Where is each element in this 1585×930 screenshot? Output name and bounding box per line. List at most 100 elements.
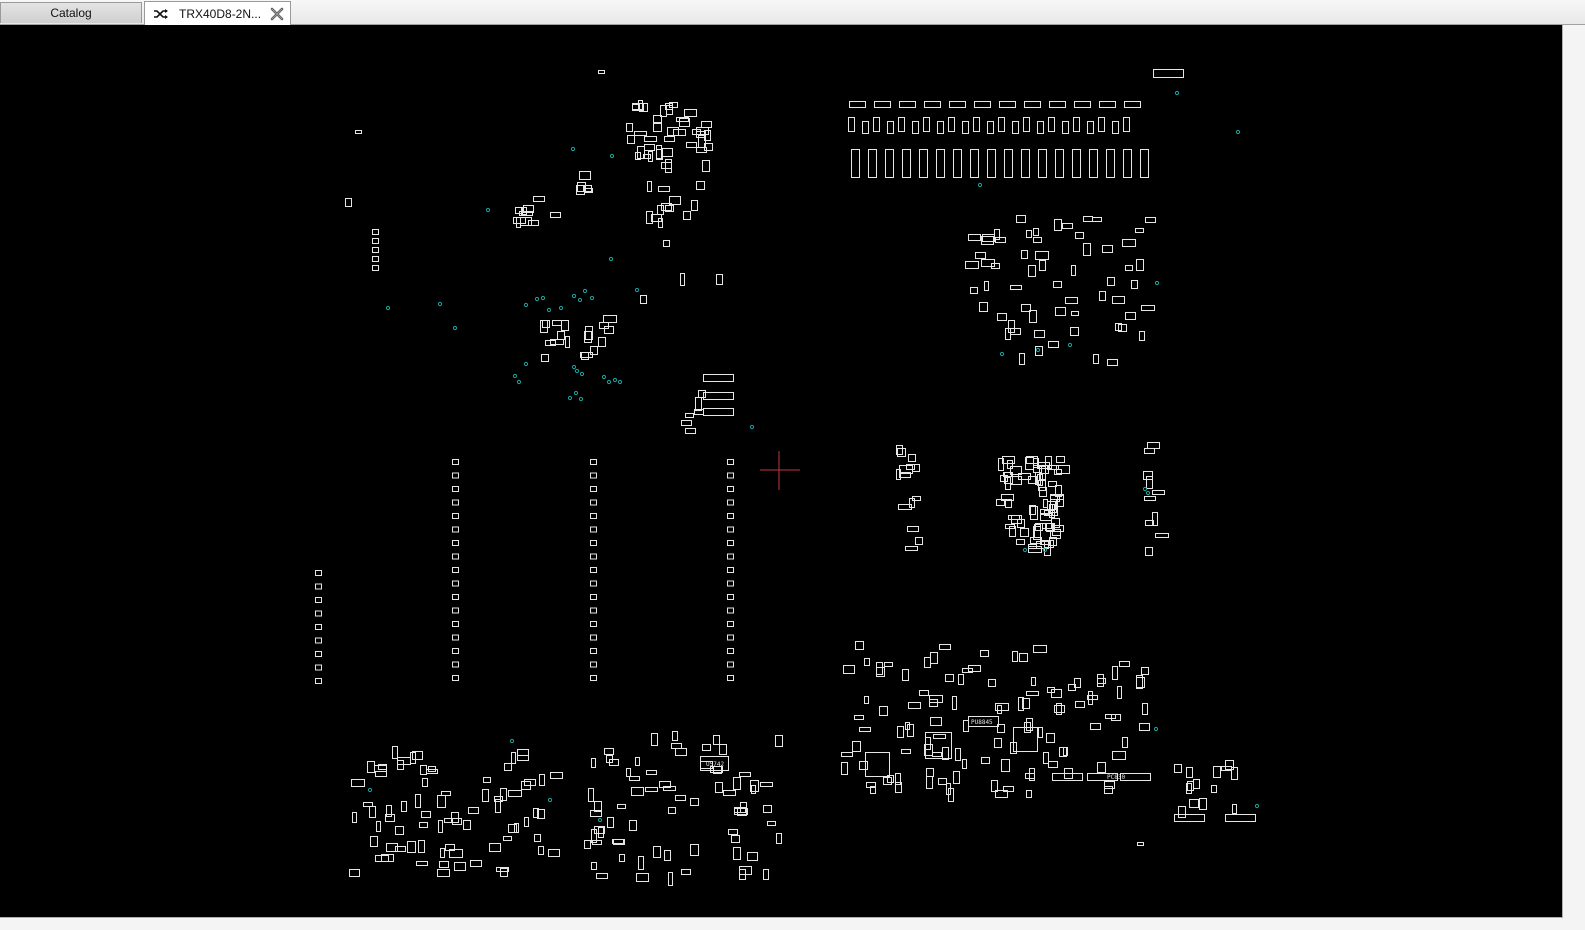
header-pin xyxy=(1123,149,1132,178)
component-pad xyxy=(410,752,416,764)
component-pad xyxy=(1028,544,1037,549)
component-pad xyxy=(908,702,921,709)
component-pad xyxy=(1012,651,1018,662)
tab-board-file[interactable]: TRX40D8-2N... xyxy=(144,1,291,25)
component-pad xyxy=(1028,546,1042,553)
dimm-slot-pad xyxy=(315,597,322,603)
component-pad xyxy=(661,203,672,211)
label-box xyxy=(703,374,734,382)
via xyxy=(452,325,458,331)
component-pad xyxy=(663,240,670,247)
component-pad xyxy=(719,744,727,755)
component-pad xyxy=(591,758,596,768)
component-pad xyxy=(542,320,550,328)
component-pad xyxy=(392,746,398,759)
document-tab-bar: Catalog TRX40D8-2N... xyxy=(0,0,1585,25)
component-pad xyxy=(1019,353,1025,365)
component-pad xyxy=(675,748,687,756)
via xyxy=(574,368,580,374)
component-pad xyxy=(617,804,626,809)
header-pin xyxy=(868,149,877,178)
component-pad xyxy=(841,752,853,757)
via xyxy=(977,182,983,188)
component-pad xyxy=(370,836,378,847)
header-pin xyxy=(885,149,894,178)
component-pad xyxy=(372,247,379,253)
component-pad xyxy=(647,181,652,192)
component-pad xyxy=(451,812,459,823)
component-pad xyxy=(763,805,772,813)
tab-catalog[interactable]: Catalog xyxy=(0,2,142,23)
component-pad xyxy=(440,848,445,858)
connector-pad xyxy=(1098,117,1105,132)
component-pad xyxy=(584,331,592,343)
via xyxy=(582,288,588,294)
component-pad xyxy=(1199,798,1207,810)
connector-pad xyxy=(999,101,1016,108)
component-pad xyxy=(1056,703,1062,715)
component-pad xyxy=(381,854,394,862)
component-pad xyxy=(1193,779,1200,789)
component-pad xyxy=(1074,678,1081,688)
component-pad xyxy=(607,817,614,828)
component-pad xyxy=(1034,524,1041,538)
component-pad xyxy=(637,146,645,159)
component-pad xyxy=(521,781,531,790)
via xyxy=(367,787,373,793)
component-pad xyxy=(1147,442,1160,449)
component-pad xyxy=(870,786,876,794)
component-pad xyxy=(1187,781,1194,791)
component-pad xyxy=(731,835,740,843)
via xyxy=(1145,490,1151,496)
component-pad xyxy=(929,695,943,703)
dimm-slot-pad xyxy=(727,540,734,546)
component-pad xyxy=(663,786,676,791)
component-pad xyxy=(1071,265,1076,276)
component-pad xyxy=(437,869,450,877)
component-pad xyxy=(369,806,376,818)
component-pad xyxy=(439,861,449,868)
component-pad xyxy=(1020,528,1029,537)
dimm-slot-pad xyxy=(727,486,734,492)
component-pad xyxy=(1093,354,1099,364)
dimm-slot-pad xyxy=(590,567,597,573)
dimm-slot-pad xyxy=(590,648,597,654)
header-pin xyxy=(1072,149,1081,178)
component-pad xyxy=(1026,230,1032,238)
component-pad xyxy=(418,840,425,853)
connector-pad xyxy=(974,101,991,108)
component-pad xyxy=(760,782,773,787)
component-pad xyxy=(355,130,362,134)
via xyxy=(546,307,552,313)
close-icon[interactable] xyxy=(270,7,284,21)
component-pad xyxy=(619,854,625,862)
dimm-slot-pad xyxy=(452,634,459,641)
component-pad xyxy=(1112,666,1118,680)
component-pad xyxy=(685,428,696,434)
component-pad xyxy=(1010,466,1022,475)
component-pad xyxy=(1039,260,1046,271)
connector-pad xyxy=(874,101,891,108)
header-pin xyxy=(851,149,860,178)
dimm-slot-pad xyxy=(590,594,597,600)
horizontal-scroll-area[interactable] xyxy=(0,918,1563,930)
via xyxy=(1154,280,1160,286)
component-pad xyxy=(776,833,782,844)
component-pad xyxy=(395,826,404,835)
shuffle-icon xyxy=(154,8,168,19)
header-pin xyxy=(1021,149,1030,178)
component-pad xyxy=(588,788,594,802)
component-pad xyxy=(438,820,443,833)
component-pad xyxy=(997,705,1002,714)
component-pad xyxy=(1035,346,1043,356)
component-pad xyxy=(1144,496,1156,501)
component-pad xyxy=(767,821,776,826)
component-pad xyxy=(995,703,1009,711)
label-box xyxy=(1052,773,1083,781)
dimm-slot-pad xyxy=(727,567,734,573)
component-pad xyxy=(1118,324,1127,332)
vertical-scroll-area[interactable] xyxy=(1563,25,1585,930)
component-pad xyxy=(1051,689,1062,698)
